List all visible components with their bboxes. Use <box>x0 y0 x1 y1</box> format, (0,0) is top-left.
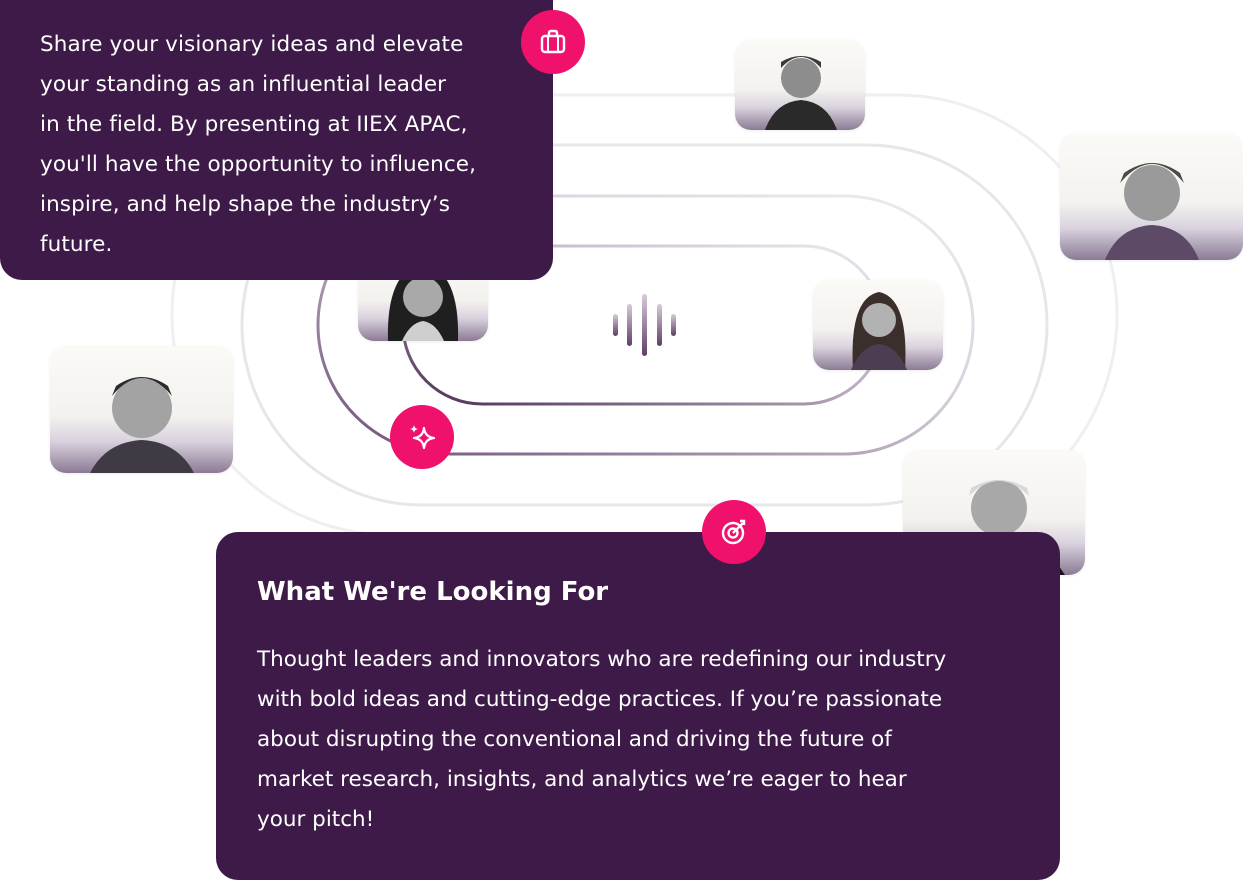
briefcase-icon <box>521 10 585 74</box>
speaker-avatar-right <box>1060 133 1243 260</box>
intro-text: Share your visionary ideas and elevate y… <box>40 32 477 257</box>
audio-wave-icon <box>613 294 676 356</box>
target-icon <box>702 500 766 564</box>
speaker-avatar-top <box>735 40 865 130</box>
speaker-avatar-center-right <box>813 280 943 370</box>
intro-card: Share your visionary ideas and elevate y… <box>0 0 553 280</box>
looking-for-heading: What We're Looking For <box>257 577 609 607</box>
sparkle-icon <box>390 405 454 469</box>
speaker-avatar-left <box>50 346 233 473</box>
looking-for-card: What We're Looking For Thought leaders a… <box>216 532 1060 880</box>
looking-for-body: Thought leaders and innovators who are r… <box>257 647 947 832</box>
